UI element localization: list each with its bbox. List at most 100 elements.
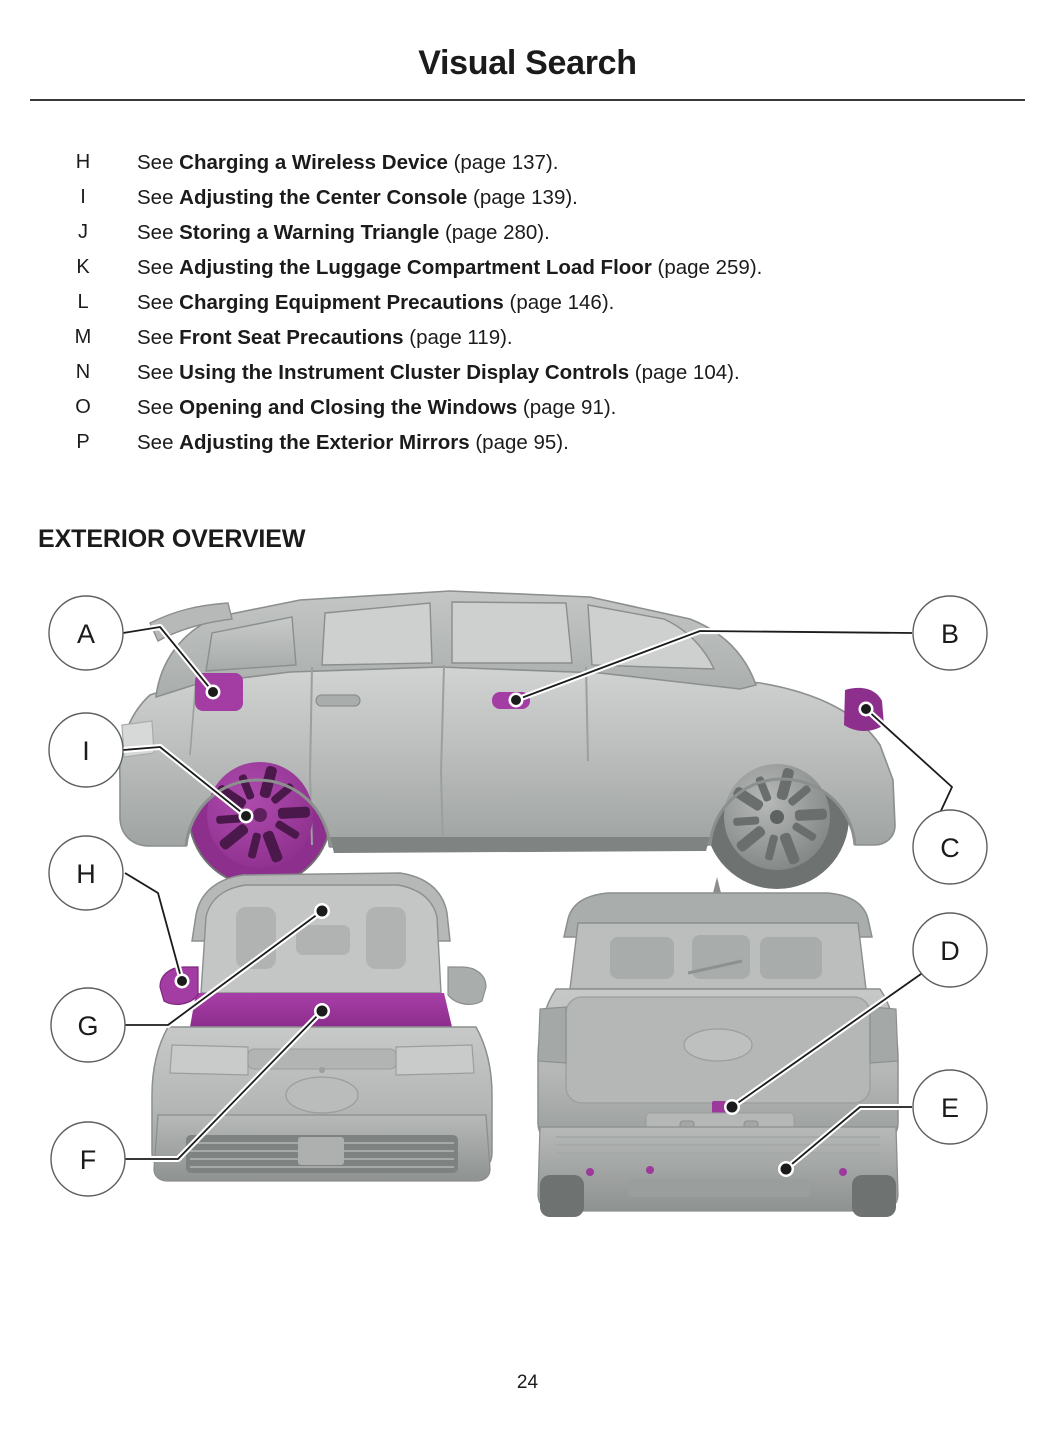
legend-topic[interactable]: Storing a Warning Triangle bbox=[179, 221, 440, 244]
legend-topic[interactable]: Charging Equipment Precautions bbox=[179, 291, 504, 314]
legend-letter: M bbox=[74, 326, 92, 348]
legend-row: M See Front Seat Precautions (page 119). bbox=[0, 320, 1055, 355]
legend-lead: See bbox=[137, 291, 180, 314]
callout-bubbles: A B C D E F G H bbox=[48, 595, 988, 1197]
door-line-mid bbox=[439, 664, 445, 846]
rear-spoiler bbox=[149, 602, 233, 642]
legend-lead: See bbox=[137, 186, 180, 209]
legend-letter: H bbox=[75, 151, 91, 173]
callout-label-B: B bbox=[941, 619, 959, 649]
legend-text: See Adjusting the Luggage Compartment Lo… bbox=[137, 250, 762, 285]
legend-page-ref: (page 95). bbox=[469, 431, 569, 454]
front-sensor bbox=[319, 1067, 325, 1073]
legend-topic[interactable]: Using the Instrument Cluster Display Con… bbox=[179, 361, 630, 384]
rear-emblem bbox=[683, 1028, 753, 1062]
front-wheel-arch bbox=[708, 777, 857, 846]
rear-wheel-arch bbox=[184, 778, 332, 848]
page-title: Visual Search bbox=[418, 44, 637, 82]
legend-topic[interactable]: Front Seat Precautions bbox=[179, 326, 404, 349]
rocker-panel bbox=[330, 837, 710, 853]
callout-label-G: G bbox=[77, 1011, 98, 1041]
legend-row: N See Using the Instrument Cluster Displ… bbox=[0, 355, 1055, 390]
legend-lead: See bbox=[137, 431, 180, 454]
licence-plate-front bbox=[298, 1137, 344, 1165]
legend-lead: See bbox=[137, 221, 180, 244]
legend-lead: See bbox=[137, 396, 180, 419]
callout-C[interactable]: C bbox=[912, 809, 988, 885]
rear-wheel-spokes bbox=[216, 766, 310, 863]
rear-door-handle bbox=[315, 694, 361, 707]
callout-label-A: A bbox=[77, 619, 95, 649]
rear-seats-visible bbox=[610, 935, 822, 979]
legend-page-ref: (page 139). bbox=[467, 186, 578, 209]
legend-row: K See Adjusting the Luggage Compartment … bbox=[0, 250, 1055, 285]
callout-A[interactable]: A bbox=[48, 595, 124, 671]
rear-view-right-tyre bbox=[852, 1175, 896, 1217]
legend-letter: K bbox=[76, 256, 90, 278]
roof-antenna bbox=[713, 877, 721, 893]
legend-list: H See Charging a Wireless Device (page 1… bbox=[0, 145, 1055, 460]
legend-lead: See bbox=[137, 256, 180, 279]
legend-page-ref: (page 104). bbox=[629, 361, 740, 384]
legend-text: See Charging Equipment Precautions (page… bbox=[137, 285, 614, 320]
legend-page-ref: (page 119). bbox=[403, 326, 513, 349]
callout-label-C: C bbox=[940, 833, 960, 863]
callout-H[interactable]: H bbox=[48, 835, 124, 911]
legend-page-ref: (page 146). bbox=[503, 291, 615, 314]
legend-page-ref: (page 259). bbox=[651, 256, 763, 279]
callout-B[interactable]: B bbox=[912, 595, 988, 671]
legend-letter: P bbox=[76, 431, 90, 453]
front-view-vehicle bbox=[151, 872, 493, 1182]
legend-topic[interactable]: Adjusting the Center Console bbox=[179, 186, 468, 209]
legend-topic[interactable]: Charging a Wireless Device bbox=[179, 151, 448, 174]
legend-topic[interactable]: Adjusting the Exterior Mirrors bbox=[179, 431, 470, 454]
highlight-liftgate-release bbox=[712, 1101, 726, 1113]
right-exterior-mirror bbox=[447, 966, 487, 1005]
legend-topic[interactable]: Adjusting the Luggage Compartment Load F… bbox=[179, 256, 652, 279]
windshield-side bbox=[587, 604, 716, 670]
callout-I[interactable]: I bbox=[48, 712, 124, 788]
left-headlamp bbox=[169, 1044, 249, 1076]
section-heading: EXTERIOR OVERVIEW bbox=[38, 525, 306, 553]
legend-page-ref: (page 137). bbox=[447, 151, 559, 174]
legend-letter: N bbox=[75, 361, 91, 383]
legend-page-ref: (page 91). bbox=[517, 396, 617, 419]
rear-view-left-tyre bbox=[540, 1175, 584, 1217]
interior-visible bbox=[236, 907, 406, 969]
side-view-vehicle bbox=[118, 590, 896, 889]
header-divider bbox=[30, 99, 1025, 101]
exterior-overview-diagram: A B C D E F G H bbox=[0, 575, 1055, 1225]
legend-text: See Adjusting the Exterior Mirrors (page… bbox=[137, 425, 569, 460]
rear-diffuser bbox=[628, 1179, 810, 1197]
legend-text: See Charging a Wireless Device (page 137… bbox=[137, 145, 558, 180]
callout-F[interactable]: F bbox=[50, 1121, 126, 1197]
callout-G[interactable]: G bbox=[50, 987, 126, 1063]
callout-label-E: E bbox=[941, 1093, 959, 1123]
legend-text: See Front Seat Precautions (page 119). bbox=[137, 320, 513, 355]
front-door-window bbox=[451, 601, 573, 664]
rear-quarter-window bbox=[205, 616, 297, 672]
legend-letter: L bbox=[77, 291, 89, 313]
rear-hub bbox=[253, 808, 267, 822]
legend-text: See Adjusting the Center Console (page 1… bbox=[137, 180, 578, 215]
front-hub bbox=[770, 810, 784, 824]
legend-text: See Storing a Warning Triangle (page 280… bbox=[137, 215, 550, 250]
callout-label-F: F bbox=[80, 1145, 97, 1175]
rear-wiper bbox=[687, 959, 743, 975]
callout-D[interactable]: D bbox=[912, 912, 988, 988]
legend-lead: See bbox=[137, 361, 180, 384]
left-tail-lamp bbox=[537, 1006, 567, 1064]
legend-topic[interactable]: Opening and Closing the Windows bbox=[179, 396, 518, 419]
legend-text: See Opening and Closing the Windows (pag… bbox=[137, 390, 616, 425]
legend-letter: O bbox=[75, 396, 91, 418]
right-tail-lamp bbox=[869, 1006, 899, 1064]
rear-door-window bbox=[321, 602, 433, 666]
legend-row: L See Charging Equipment Precautions (pa… bbox=[0, 285, 1055, 320]
callout-label-H: H bbox=[76, 859, 96, 889]
front-view-leaders bbox=[123, 870, 330, 1162]
legend-lead: See bbox=[137, 151, 180, 174]
callout-E[interactable]: E bbox=[912, 1069, 988, 1145]
legend-letter: I bbox=[80, 186, 86, 208]
legend-letter: J bbox=[78, 221, 88, 243]
legend-text: See Using the Instrument Cluster Display… bbox=[137, 355, 740, 390]
